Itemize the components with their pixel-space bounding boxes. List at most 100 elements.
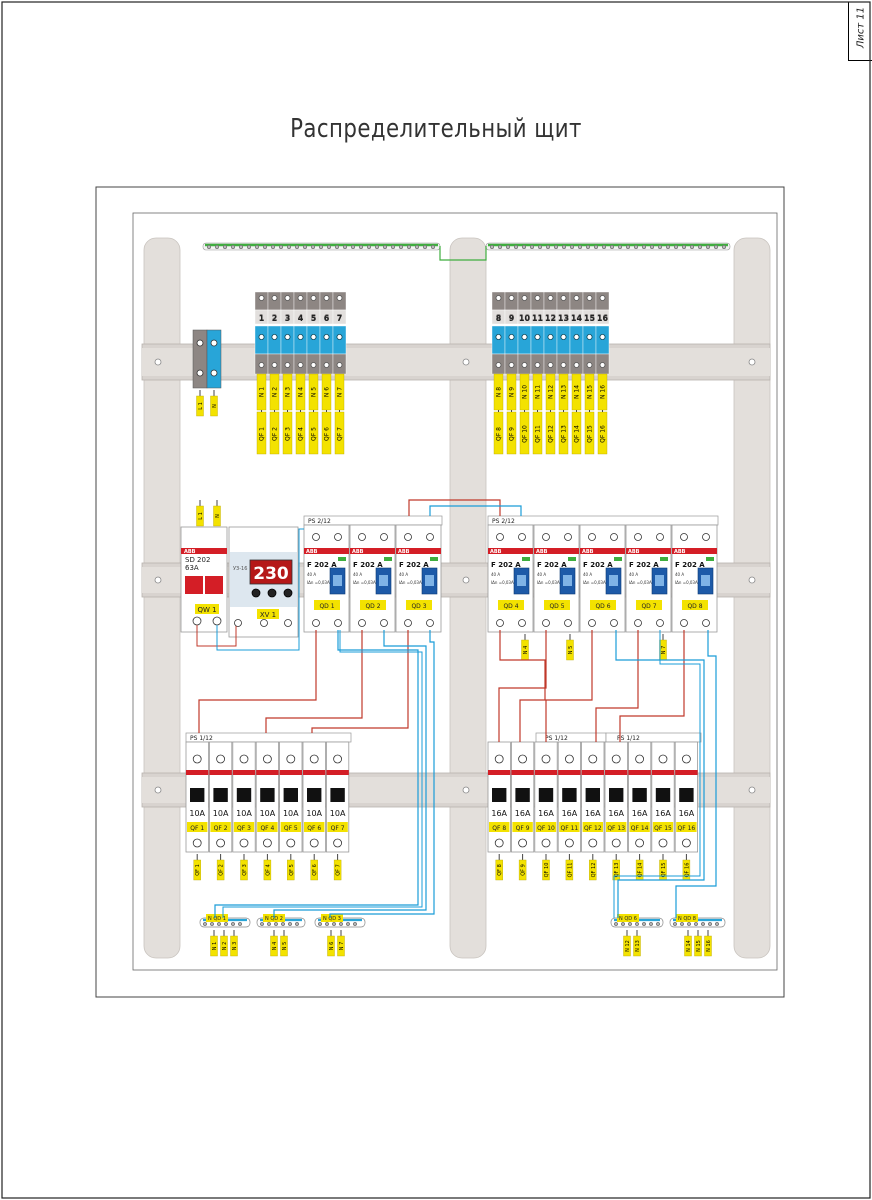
terminal-screw <box>508 295 515 301</box>
rcd-2-2-handle-face <box>563 575 572 586</box>
screw <box>610 533 618 541</box>
terminal-screw <box>547 362 554 368</box>
neutral-bus-5-tag-2-text: N 15 <box>696 940 702 952</box>
breaker-2-7-label-plate <box>629 822 650 832</box>
rcd-2-2-test <box>568 557 576 561</box>
rail-hole <box>462 358 470 366</box>
earth-bus-left-screw <box>310 244 315 249</box>
neutral-bus-1-tag-2-text: N 2 <box>222 942 228 951</box>
earth-bus-right-screw <box>522 244 527 249</box>
rcd-2-1-handle-face <box>517 575 526 586</box>
terminal-n-block-9 <box>504 325 519 355</box>
neutral-bus-3-tag-1-text: N 6 <box>329 942 335 951</box>
breaker-1-7-handle <box>330 788 345 802</box>
breaker-2-9-rating: 16A <box>679 809 695 818</box>
terminal-n-tag-text-10: N 10 <box>522 385 529 399</box>
terminal-n-block-13 <box>556 325 571 355</box>
breaker-2-5-out-tag-text: QF 12 <box>591 863 597 878</box>
breaker-1-3-label: QF 3 <box>237 825 251 832</box>
terminal-screw <box>547 333 554 340</box>
neutral-bus-5-tag-3-text: N 16 <box>706 940 712 952</box>
screw <box>680 619 688 627</box>
screw <box>192 838 202 848</box>
earth-bus-right-screw <box>690 244 695 249</box>
screw <box>358 533 366 541</box>
earth-bus-right-screw <box>706 244 711 249</box>
rcd-1-1-red-band <box>304 548 349 554</box>
terminal-number-label-5: 5 <box>311 314 317 323</box>
screw <box>658 754 668 764</box>
wire-qd1-out <box>198 630 317 733</box>
rcd-busbar-label-2: PS 2/12 <box>492 518 515 525</box>
breaker-1-6-label: QF 6 <box>307 825 321 832</box>
neutral-bus-1-screw <box>224 922 228 926</box>
rcd-label-plate-2-2 <box>544 600 570 610</box>
neutral-bus-3-tag-2 <box>337 935 345 957</box>
terminal-screw <box>297 295 304 301</box>
terminal-qf-tag-text-1: QF 1 <box>259 427 266 441</box>
terminal-qf-tag-text-11: QF 11 <box>535 425 542 443</box>
rcd-2-4-red-band <box>626 548 671 554</box>
terminal-qf-tag-text-14: QF 14 <box>574 425 581 443</box>
rcd-2-5-rating: 40 A <box>675 572 684 577</box>
wire-qd2-out <box>265 630 363 733</box>
breaker-2-9-handle <box>679 788 694 802</box>
earth-bus-left-screw <box>238 244 243 249</box>
terminal-qf-tag-text-8: QF 8 <box>496 427 503 441</box>
screw <box>333 754 343 764</box>
screw <box>196 339 204 347</box>
terminal-screw <box>573 295 580 301</box>
wire-qd6-n2 <box>613 630 701 918</box>
terminal-screw <box>599 333 606 340</box>
screw <box>542 533 550 541</box>
rcd-1-2-brand: ABB <box>352 549 364 555</box>
breaker-2-3-rating: 16A <box>538 809 554 818</box>
rail-hole <box>462 786 470 794</box>
terminal-number-label-11: 11 <box>532 314 544 323</box>
earth-bus-left-screw <box>278 244 283 249</box>
neutral-bus-2-tag-1 <box>270 935 278 957</box>
neutral-bus-4-tag-1 <box>623 935 631 957</box>
rcd-1-2-handle-face <box>379 575 388 586</box>
neutral-bus-2-tag-1-text: N 4 <box>272 942 278 951</box>
terminal-top-8 <box>491 291 506 311</box>
neutral-bus-4-screw <box>628 922 632 926</box>
voltage-relay-knob <box>251 588 261 598</box>
rcd-1-3-test <box>430 557 438 561</box>
screw <box>426 619 434 627</box>
breaker-2-2-rating: 16A <box>515 809 531 818</box>
earth-bus-left-screw <box>358 244 363 249</box>
rail-hole <box>748 358 756 366</box>
breaker-1-1-handle <box>190 788 205 802</box>
rcd-label-2-1: QD 4 <box>503 603 518 610</box>
terminal-screw <box>284 362 291 368</box>
breaker-2-2-label: QF 9 <box>516 825 530 832</box>
wire-qd4-out <box>499 630 546 742</box>
earth-bus-right-screw <box>514 244 519 249</box>
terminal-top-7 <box>332 291 347 311</box>
breaker-1-2-rating: 10A <box>213 809 229 818</box>
terminal-top-2 <box>267 291 282 311</box>
neutral-bus-4-tag-2-text: N 13 <box>635 940 641 952</box>
terminal-n-block-16 <box>595 325 610 355</box>
terminal-n-block-4 <box>293 325 308 355</box>
terminal-n-tag-text-14: N 14 <box>574 385 581 399</box>
terminal-qf-tag-text-5: QF 5 <box>311 427 318 441</box>
wire-qd6-out <box>545 630 593 742</box>
breaker-2-8-handle <box>655 788 671 802</box>
terminal-screw <box>284 295 291 301</box>
terminal-screw <box>586 295 593 301</box>
terminal-n-tag-text-7: N 7 <box>337 387 344 397</box>
neutral-bus-5-screw <box>680 922 684 926</box>
wire-qd1-n2 <box>222 630 423 918</box>
earth-bus-left-screw <box>342 244 347 249</box>
rcd-label-plate-1-3 <box>406 600 432 610</box>
breaker-1-3-out-tag <box>240 859 248 881</box>
terminal-qf-tag-text-2: QF 2 <box>272 427 279 441</box>
terminal-number-label-16: 16 <box>597 314 609 323</box>
rcd-1-1-rating: 40 A <box>307 572 316 577</box>
screw <box>333 838 343 848</box>
screw <box>260 619 268 627</box>
rcd-busbar-label-1: PS 2/12 <box>308 518 331 525</box>
neutral-bus-4-screw <box>621 922 625 926</box>
